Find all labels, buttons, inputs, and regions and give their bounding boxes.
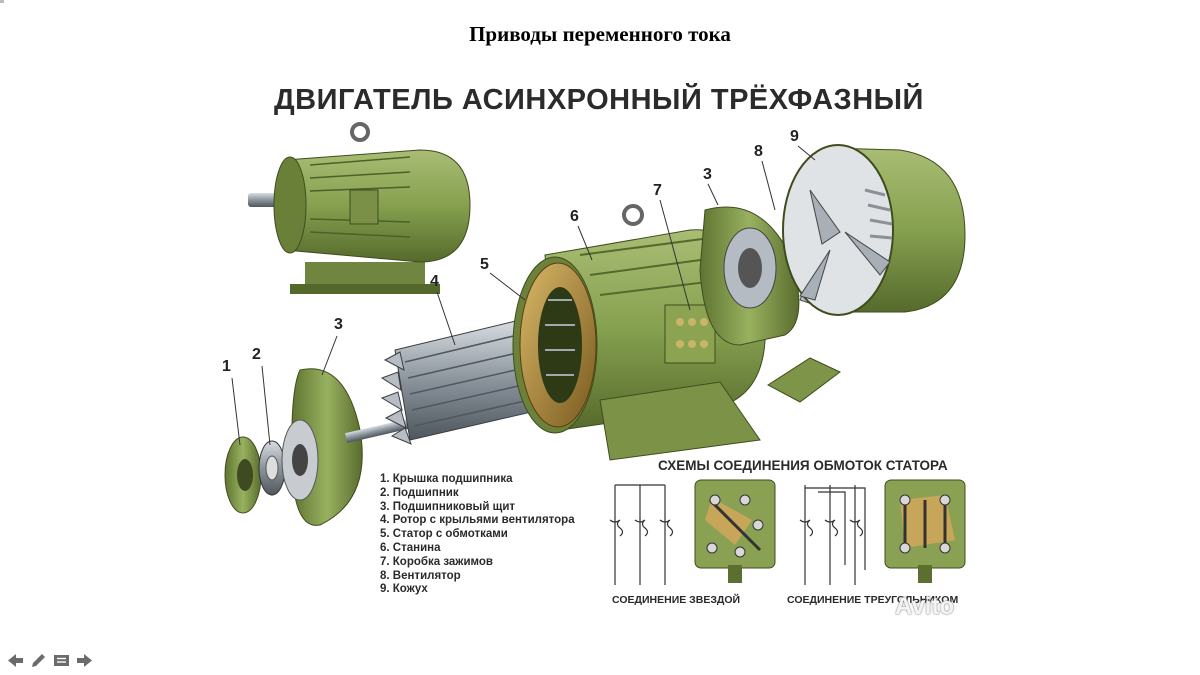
callout-9: 9 — [790, 128, 799, 145]
corner-mark — [0, 0, 4, 3]
rotor-fan-blades — [380, 351, 412, 445]
callout-4: 4 — [430, 273, 439, 290]
bearing-shield-front — [281, 368, 363, 526]
star-caption: СОЕДИНЕНИЕ ЗВЕЗДОЙ — [612, 594, 741, 606]
callout-3-front: 3 — [334, 316, 343, 333]
assembled-motor — [248, 122, 471, 294]
callout-8: 8 — [754, 143, 763, 160]
arrow-left-icon[interactable] — [6, 651, 25, 670]
slide-nav-controls — [6, 651, 94, 670]
fan-casing — [782, 144, 966, 316]
figure-title: ДВИГАТЕЛЬ АСИНХРОННЫЙ ТРЁХФАЗНЫЙ — [274, 84, 924, 116]
terminal-studs — [676, 318, 708, 348]
bearing-cover — [224, 436, 262, 514]
star-scheme-diagram — [609, 484, 674, 585]
delta-scheme-diagram — [799, 485, 866, 585]
terminal-box-lid — [767, 357, 841, 403]
motor-eyebolt — [350, 122, 370, 142]
delta-terminal-box — [884, 479, 966, 583]
bearing-shield-rear — [699, 206, 800, 346]
arrow-right-icon[interactable] — [75, 651, 94, 670]
bearing — [258, 440, 286, 496]
delta-caption: СОЕДИНЕНИЕ ТРЕУГОЛЬНИКОМ — [787, 594, 959, 606]
motor-base — [290, 284, 440, 294]
legend-item: 9. Кожух — [380, 583, 428, 596]
pencil-icon[interactable] — [29, 651, 48, 670]
callout-7: 7 — [653, 182, 662, 199]
stator-feet — [599, 381, 761, 461]
callout-1: 1 — [222, 358, 231, 375]
legend-item: 7. Коробка зажимов — [380, 555, 493, 568]
motor-cooling-fins — [309, 156, 411, 238]
menu-icon[interactable] — [52, 651, 71, 670]
callout-2: 2 — [252, 346, 261, 363]
callout-6: 6 — [570, 208, 579, 225]
avito-watermark: Avito — [895, 593, 955, 620]
legend-item: 4. Ротор с крыльями вентилятора — [380, 514, 575, 527]
legend-item: 2. Подшипник — [380, 486, 459, 499]
callout-5: 5 — [480, 256, 489, 273]
legend-item: 5. Статор с обмотками — [380, 528, 508, 541]
leader-lines — [231, 145, 816, 446]
parts-legend: 1. Крышка подшипника 2. Подшипник 3. Под… — [380, 473, 575, 597]
motor-terminal-box — [349, 189, 379, 225]
motor-front-cover — [273, 156, 307, 254]
legend-item: 8. Вентилятор — [380, 569, 461, 582]
stator-eyebolt — [622, 204, 644, 226]
star-terminal-box — [694, 479, 776, 583]
legend-item: 6. Станина — [380, 541, 441, 554]
legend-item: 1. Крышка подшипника — [380, 473, 513, 485]
legend-item: 3. Подшипниковый щит — [380, 500, 516, 513]
slide-title: Приводы переменного тока — [469, 22, 731, 46]
callout-3-rear: 3 — [703, 166, 712, 183]
stator-terminal-box — [664, 304, 716, 364]
stator-windings — [519, 262, 597, 428]
schemes-title: СХЕМЫ СОЕДИНЕНИЯ ОБМОТОК СТАТОРА — [658, 458, 948, 473]
